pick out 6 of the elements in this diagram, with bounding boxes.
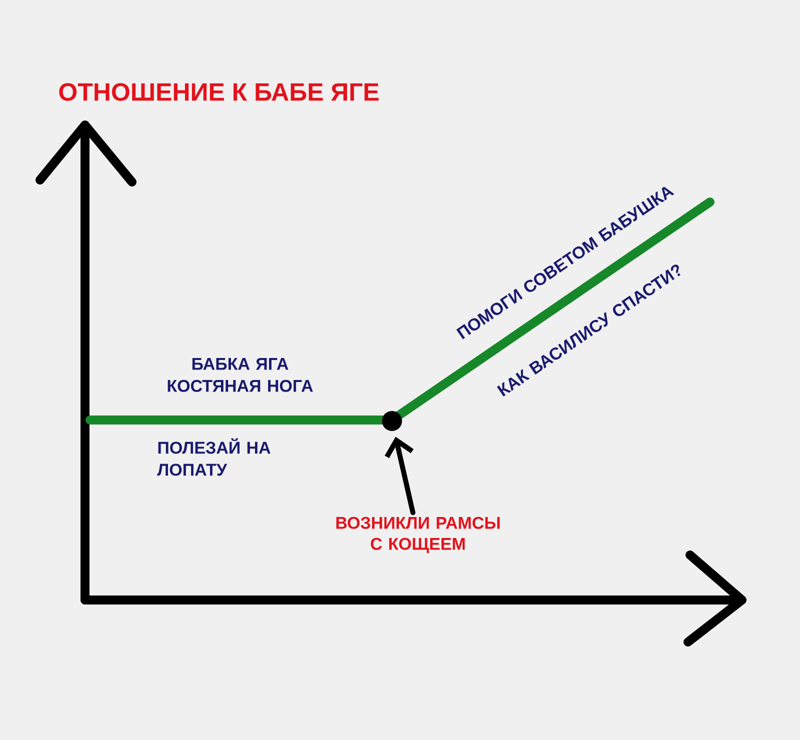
caption-text: ВОЗНИКЛИ РАМСЫ С КОЩЕЕМ [336,516,500,554]
point-marker [382,411,402,431]
arrow [384,436,416,516]
annotation-text: ПОЛЕЗАЙ НА ЛОПАТУ [157,438,270,476]
annotation-text: БАБКА ЯГА КОСТЯНАЯ НОГА [168,358,313,392]
axis-title: ОТНОШЕНИЕ К БАБЕ ЯГЕ [59,83,379,101]
